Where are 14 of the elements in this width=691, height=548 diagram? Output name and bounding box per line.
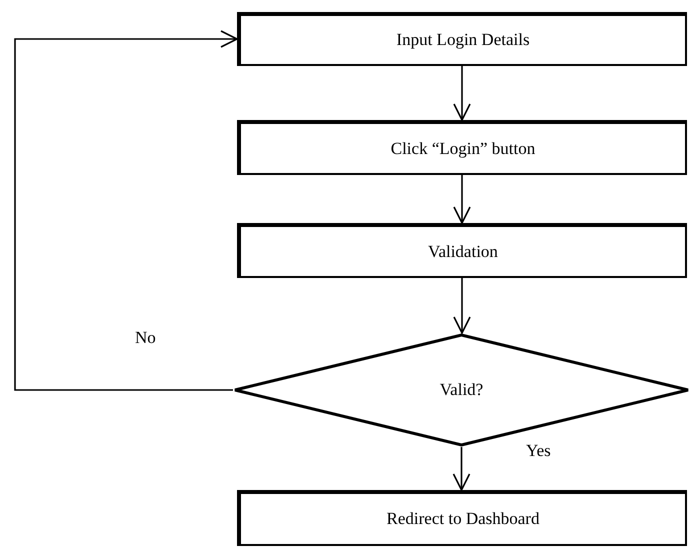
node-label: Valid? bbox=[440, 380, 484, 400]
process-box bbox=[237, 223, 687, 278]
node-label: Validation bbox=[428, 242, 498, 262]
arrow bbox=[452, 447, 470, 491]
node-label: Redirect to Dashboard bbox=[386, 509, 540, 529]
arrow bbox=[453, 66, 471, 121]
arrow bbox=[14, 30, 238, 391]
process-box bbox=[237, 120, 687, 175]
arrow bbox=[453, 278, 471, 334]
process-box bbox=[237, 12, 687, 66]
process-box bbox=[237, 490, 687, 546]
node-label: Input Login Details bbox=[396, 30, 530, 50]
arrow bbox=[453, 175, 471, 224]
node-label: Click “Login” button bbox=[390, 138, 536, 158]
